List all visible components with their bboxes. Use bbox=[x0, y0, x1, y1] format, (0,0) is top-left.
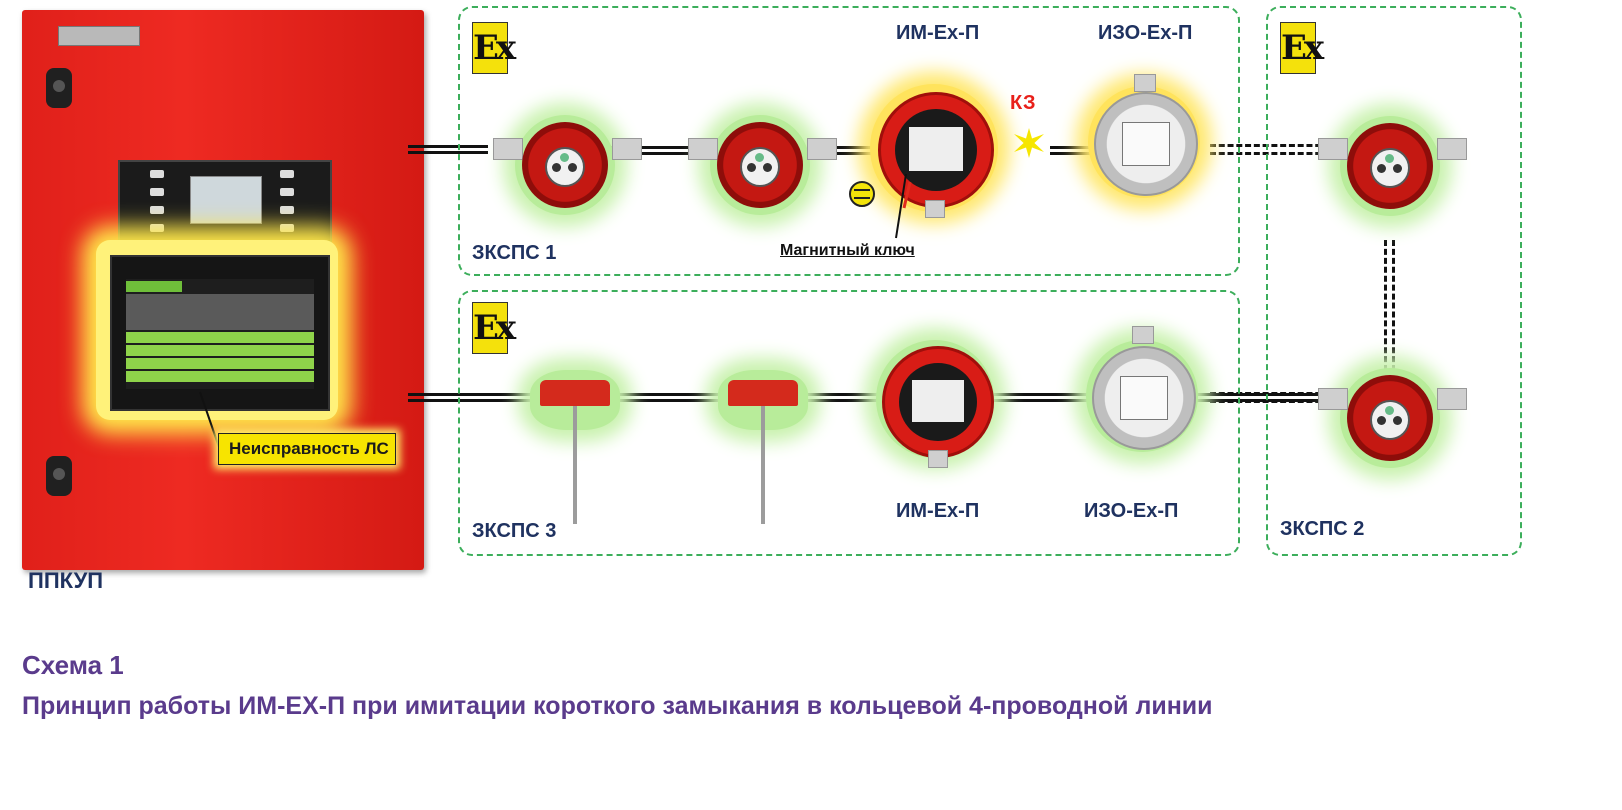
bottom-lock-icon bbox=[46, 456, 72, 496]
panel-button bbox=[280, 206, 294, 214]
im-label-top: ИМ-Ех-П bbox=[896, 22, 980, 44]
wire-top-segment bbox=[610, 152, 690, 155]
wire-top-segment bbox=[1050, 146, 1090, 149]
top-lock-icon bbox=[46, 68, 72, 108]
panel-display bbox=[190, 176, 262, 224]
thermal-probe bbox=[761, 406, 765, 524]
wire-top-segment bbox=[810, 146, 880, 149]
wire-top-segment bbox=[610, 146, 690, 149]
iso-gland bbox=[1132, 326, 1154, 344]
detector-mount bbox=[612, 138, 642, 160]
wire-top bbox=[408, 145, 488, 148]
wire-top bbox=[408, 151, 488, 154]
zone-bottom bbox=[458, 290, 1240, 556]
fault-label: Неисправность ЛС bbox=[229, 439, 389, 458]
dashed-link-vertical bbox=[1384, 240, 1387, 380]
detector-sensor bbox=[740, 147, 780, 187]
detector-mount bbox=[493, 138, 523, 160]
im-gland bbox=[925, 200, 945, 218]
panel-button bbox=[150, 188, 164, 196]
detector-mount bbox=[1318, 138, 1348, 160]
detector-mount bbox=[1437, 388, 1467, 410]
iso-gland bbox=[1134, 74, 1156, 92]
magnetic-key-icon bbox=[849, 173, 912, 239]
panel-button bbox=[280, 224, 294, 232]
iso-ex-p-module-icon bbox=[1092, 346, 1196, 450]
im-face bbox=[895, 109, 977, 191]
control-panel bbox=[118, 160, 332, 244]
thermal-detector-icon bbox=[728, 380, 798, 406]
zone-right bbox=[1266, 6, 1522, 556]
iso-label-top: ИЗО-Ех-П bbox=[1098, 22, 1193, 44]
caption-title: Схема 1 bbox=[22, 650, 124, 680]
iso-ex-p-module-icon bbox=[1094, 92, 1198, 196]
dashed-link-vertical bbox=[1392, 240, 1395, 380]
detector-mount bbox=[688, 138, 718, 160]
iso-nameplate bbox=[1122, 122, 1170, 166]
detector-mount bbox=[1318, 388, 1348, 410]
kz-label: КЗ bbox=[1010, 92, 1036, 114]
im-nameplate bbox=[909, 127, 963, 171]
fault-pointer bbox=[199, 391, 221, 451]
im-ex-p-module-icon bbox=[878, 92, 994, 208]
cabinet-label: ППКУП bbox=[28, 568, 104, 593]
dashed-link-top bbox=[1210, 144, 1330, 147]
im-gland bbox=[928, 450, 948, 468]
im-nameplate bbox=[912, 380, 964, 422]
thermal-probe bbox=[573, 406, 577, 524]
dashed-link-bottom bbox=[1210, 400, 1330, 403]
panel-button bbox=[150, 224, 164, 232]
detector-sensor bbox=[1370, 148, 1410, 188]
zone-top bbox=[458, 6, 1240, 276]
im-face bbox=[899, 363, 977, 441]
panel-button bbox=[280, 188, 294, 196]
touch-monitor bbox=[110, 255, 330, 411]
panel-button bbox=[280, 170, 294, 178]
magnetic-key-label: Магнитный ключ bbox=[780, 242, 915, 259]
ex-mark-icon: Ex bbox=[472, 22, 516, 74]
zone-top-label: ЗКСПС 1 bbox=[472, 242, 557, 264]
monitor-screen bbox=[126, 279, 314, 389]
iso-nameplate bbox=[1120, 376, 1168, 420]
dashed-link-bottom bbox=[1210, 392, 1330, 395]
panel-button bbox=[150, 206, 164, 214]
im-ex-p-module-icon bbox=[882, 346, 994, 458]
caption-subtitle: Принцип работы ИМ-ЕХ-П при имитации коро… bbox=[22, 692, 1213, 720]
ex-mark-icon: Ex bbox=[1280, 22, 1324, 74]
ex-mark-icon: Ex bbox=[472, 302, 516, 354]
wire-top-segment bbox=[810, 152, 880, 155]
im-label-bottom: ИМ-Ех-П bbox=[896, 500, 980, 522]
detector-sensor bbox=[1370, 400, 1410, 440]
dashed-link-top bbox=[1210, 152, 1330, 155]
detector-mount bbox=[1437, 138, 1467, 160]
nameplate bbox=[58, 26, 140, 46]
iso-label-bottom: ИЗО-Ех-П bbox=[1084, 500, 1179, 522]
detector-mount bbox=[807, 138, 837, 160]
wire-top-segment bbox=[1050, 152, 1090, 155]
panel-button bbox=[150, 170, 164, 178]
zone-right-label: ЗКСПС 2 bbox=[1280, 518, 1365, 540]
zone-bottom-label: ЗКСПС 3 bbox=[472, 520, 557, 542]
detector-sensor bbox=[545, 147, 585, 187]
fault-callout: Неисправность ЛС bbox=[218, 433, 396, 465]
thermal-detector-icon bbox=[540, 380, 610, 406]
